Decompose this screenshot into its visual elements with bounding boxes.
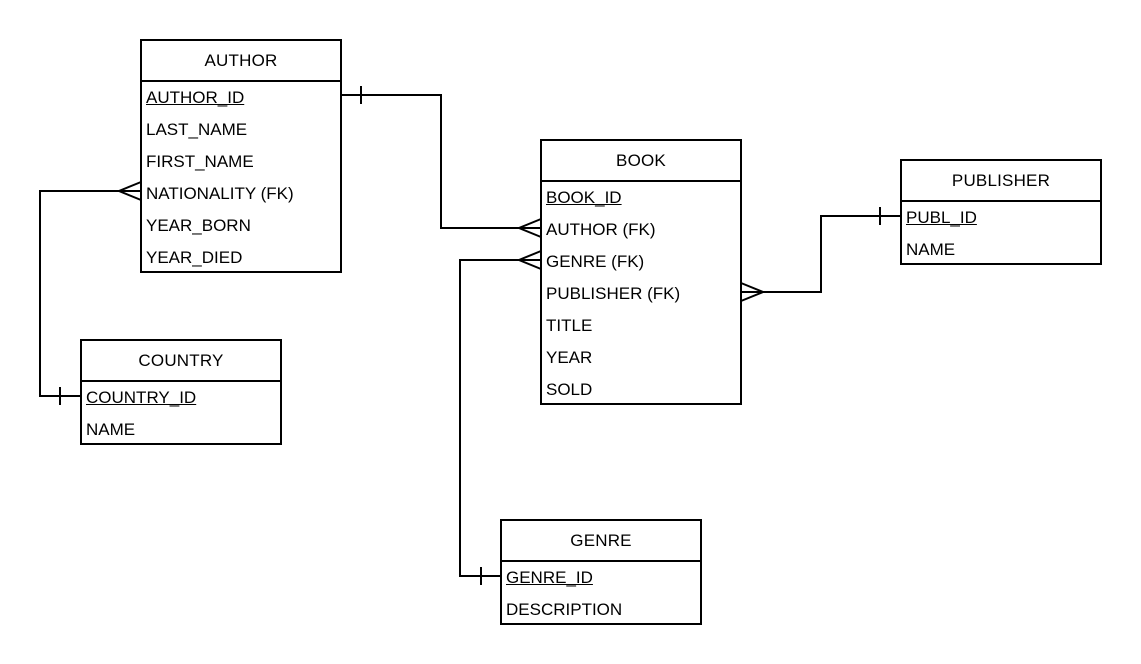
rel-publisher-book (740, 207, 901, 302)
publisher-attr-publ-id: PUBL_ID (906, 208, 977, 227)
book-attr-title: TITLE (546, 316, 593, 335)
entity-country-title: COUNTRY (82, 341, 280, 382)
author-attr-first-name: FIRST_NAME (146, 152, 254, 171)
genre-attr-description: DESCRIPTION (506, 600, 623, 619)
rel-author-book (341, 86, 542, 238)
entity-book-title: BOOK (542, 141, 740, 182)
book-attr-year: YEAR (546, 348, 593, 367)
author-attr-year-born: YEAR_BORN (146, 216, 251, 235)
author-attr-year-died: YEAR_DIED (146, 248, 243, 267)
many-marker-book-author (516, 218, 542, 238)
rel-genre-book (459, 250, 542, 585)
book-attr-sold: SOLD (546, 380, 593, 399)
book-attr-author: AUTHOR (FK) (546, 220, 656, 239)
entity-country: COUNTRY COUNTRY_ID NAME (80, 339, 282, 445)
entity-author-title: AUTHOR (142, 41, 340, 82)
country-attr-name: NAME (86, 420, 136, 439)
entity-publisher-title: PUBLISHER (902, 161, 1100, 202)
many-marker-author-nationality (116, 181, 142, 201)
publisher-attr-name: NAME (906, 240, 956, 259)
country-attr-country-id: COUNTRY_ID (86, 388, 197, 407)
book-attr-book-id: BOOK_ID (546, 188, 622, 207)
author-attr-author-id: AUTHOR_ID (146, 88, 245, 107)
many-marker-book-publisher (740, 282, 766, 302)
book-attr-publisher: PUBLISHER (FK) (546, 284, 681, 303)
many-marker-book-genre (516, 250, 542, 270)
entity-author: AUTHOR AUTHOR_ID LAST_NAME FIRST_NAME NA… (140, 39, 342, 273)
entity-genre-title: GENRE (502, 521, 700, 562)
author-attr-nationality: NATIONALITY (FK) (146, 184, 294, 203)
rel-country-author (39, 181, 142, 405)
author-attr-last-name: LAST_NAME (146, 120, 248, 139)
entity-publisher: PUBLISHER PUBL_ID NAME (900, 159, 1102, 265)
entity-genre: GENRE GENRE_ID DESCRIPTION (500, 519, 702, 625)
genre-attr-genre-id: GENRE_ID (506, 568, 593, 587)
book-attr-genre: GENRE (FK) (546, 252, 645, 271)
entity-book: BOOK BOOK_ID AUTHOR (FK) GENRE (FK) PUBL… (540, 139, 742, 405)
